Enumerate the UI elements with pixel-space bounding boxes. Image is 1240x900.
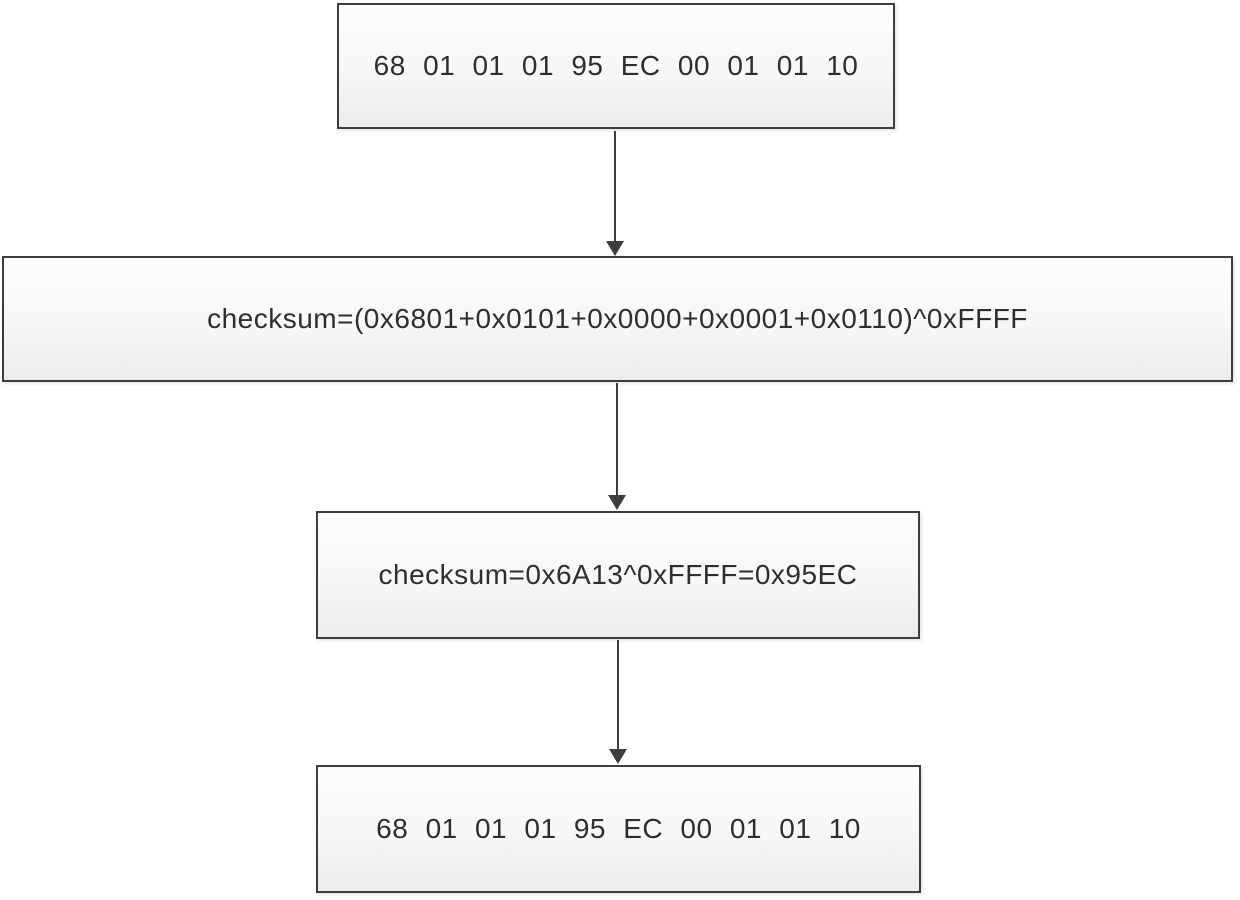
arrowhead-down-icon bbox=[606, 241, 624, 256]
node-packet-bottom: 68 01 01 01 95 EC 00 01 01 10 bbox=[316, 765, 921, 893]
arrow-shaft bbox=[616, 383, 618, 495]
arrow-formula-to-result bbox=[608, 383, 626, 510]
node-packet-bottom-label: 68 01 01 01 95 EC 00 01 01 10 bbox=[376, 813, 861, 844]
node-packet-top: 68 01 01 01 95 EC 00 01 01 10 bbox=[337, 3, 895, 129]
arrow-shaft bbox=[614, 131, 616, 241]
node-checksum-result-label: checksum=0x6A13^0xFFFF=0x95EC bbox=[378, 559, 858, 590]
node-packet-top-label: 68 01 01 01 95 EC 00 01 01 10 bbox=[373, 50, 859, 81]
node-checksum-formula-label: checksum=(0x6801+0x0101+0x0000+0x0001+0x… bbox=[207, 303, 1028, 334]
arrowhead-down-icon bbox=[609, 749, 627, 764]
arrow-shaft bbox=[617, 640, 619, 749]
node-checksum-formula: checksum=(0x6801+0x0101+0x0000+0x0001+0x… bbox=[2, 256, 1233, 382]
arrow-packet-to-formula bbox=[606, 131, 624, 256]
arrow-result-to-packet bbox=[609, 640, 627, 764]
arrowhead-down-icon bbox=[608, 495, 626, 510]
node-checksum-result: checksum=0x6A13^0xFFFF=0x95EC bbox=[316, 511, 920, 639]
